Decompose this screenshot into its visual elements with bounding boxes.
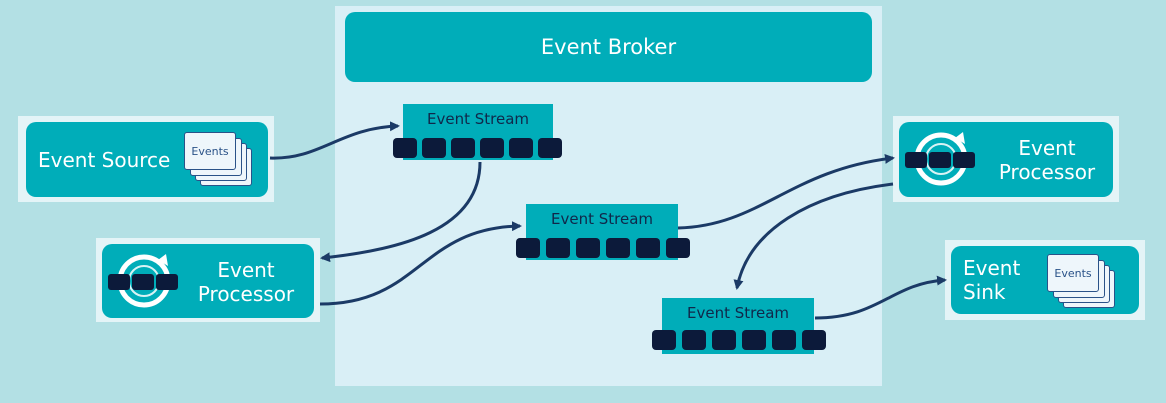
event-stream-1-slots [393, 138, 565, 158]
event-processor-left-line1: Event [217, 258, 275, 282]
event-stream-3[interactable]: Event Stream [652, 298, 826, 356]
documents-icon: Events [1047, 254, 1127, 312]
arrow-stream2-to-processor-right [677, 153, 895, 230]
event-sink-line1: Event [963, 256, 1021, 280]
arrow-stream1-to-processor-left [320, 161, 482, 263]
event-processor-right-line2: Processor [998, 160, 1096, 184]
event-broker-header: Event Broker [345, 12, 872, 82]
processor-cycle-icon [106, 250, 186, 312]
arrow-source-to-stream1 [269, 121, 400, 160]
event-processor-left-line2: Processor [197, 282, 295, 306]
event-processor-left-node[interactable]: Event Processor [102, 244, 314, 318]
event-processor-right-node[interactable]: Event Processor [899, 122, 1113, 197]
event-stream-1-label: Event Stream [403, 104, 553, 134]
processor-cycle-icon [903, 128, 983, 190]
event-stream-1[interactable]: Event Stream [393, 104, 565, 162]
event-stream-2-label: Event Stream [526, 204, 678, 234]
event-stream-3-label: Event Stream [662, 298, 814, 328]
documents-icon: Events [184, 132, 264, 192]
arrow-stream3-to-sink [814, 275, 947, 320]
arrow-processor-left-to-stream2 [319, 221, 522, 306]
event-source-node[interactable]: Event Source Events [26, 122, 268, 197]
event-source-label: Event Source [38, 148, 171, 172]
event-broker-title: Event Broker [540, 35, 677, 59]
documents-icon-label: Events [1047, 254, 1099, 292]
event-sink-node[interactable]: Event Sink Events [951, 246, 1139, 314]
arrow-processor-right-to-stream3 [733, 182, 894, 290]
event-processor-right-line1: Event [1018, 136, 1076, 160]
event-stream-2[interactable]: Event Stream [516, 204, 690, 262]
documents-icon-label: Events [184, 132, 236, 170]
event-sink-line2: Sink [963, 280, 1006, 304]
event-stream-3-slots [652, 330, 826, 350]
event-stream-2-slots [516, 238, 690, 258]
